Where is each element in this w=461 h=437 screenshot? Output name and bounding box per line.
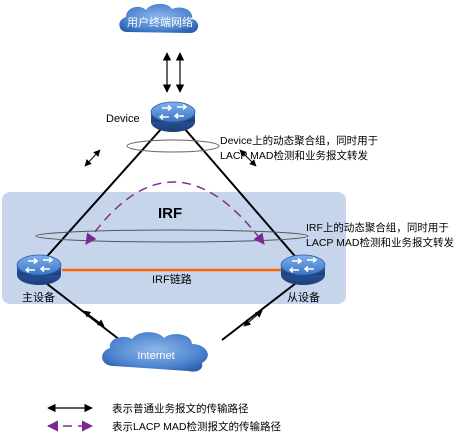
normal-arrow-internet-right: [243, 310, 263, 327]
master-switch-icon: [16, 254, 62, 286]
internet-cloud-icon: [102, 332, 208, 372]
device-agg-annotation-line2: LACP MAD检测和业务报文转发: [220, 149, 368, 162]
irf-agg-annotation-line1: IRF上的动态聚合组，同时用于: [306, 221, 449, 234]
normal-arrow-device-left: [84, 149, 101, 167]
normal-arrow-internet-left: [83, 310, 105, 327]
irf-agg-annotation-line2: LACP MAD检测和业务报文转发: [306, 236, 454, 249]
irf-title: IRF: [158, 205, 182, 222]
internet-label: Internet: [137, 350, 174, 362]
irf-box: [2, 192, 346, 304]
irf-link-label: IRF链路: [152, 272, 192, 286]
device-label: Device: [106, 113, 140, 125]
slave-switch-icon: [280, 254, 326, 286]
legend-normal-label: 表示普通业务报文的传输路径: [112, 402, 249, 415]
master-internet-link: [41, 279, 121, 341]
user-network-cloud-icon: [119, 3, 199, 33]
device-agg-annotation-line1: Device上的动态聚合组，同时用于: [220, 134, 378, 147]
slave-internet-link: [221, 279, 301, 341]
normal-arrow-device-right: [239, 149, 257, 167]
user-network-label: 用户终端网络: [127, 15, 193, 29]
device-switch-icon: [150, 101, 196, 133]
lacp-mad-arc: [85, 181, 265, 245]
device-aggregation-ellipse: [126, 139, 220, 153]
legend-lacp-label: 表示LACP MAD检测报文的传输路径: [112, 420, 281, 433]
master-label: 主设备: [22, 290, 55, 304]
slave-label: 从设备: [287, 290, 320, 304]
